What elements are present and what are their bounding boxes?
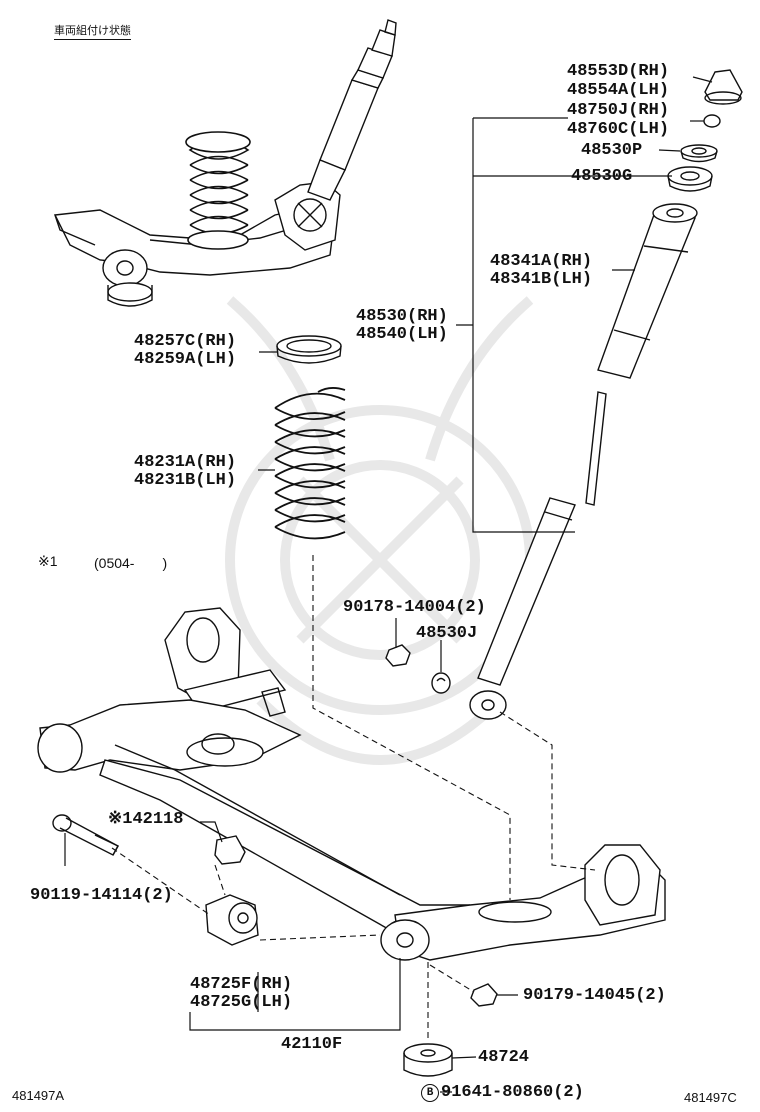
nut-90179 — [470, 983, 498, 1007]
part-label-91641-text: 91641-80860(2) — [441, 1083, 584, 1102]
leader-lines — [64, 76, 713, 1093]
part-label-48341b: 48341B(LH) — [490, 270, 593, 289]
part-label-48259a: 48259A(LH) — [134, 350, 237, 369]
figure-code-right: 481497C — [684, 1090, 737, 1105]
nut-90178 — [385, 644, 411, 667]
installed-state-sketch — [53, 19, 397, 307]
cushion-48750j — [703, 114, 721, 128]
part-label-142118: ※142118 — [108, 810, 184, 829]
part-label-48750j: 48750J(RH) — [567, 101, 670, 120]
part-label-48760c: 48760C(LH) — [567, 120, 670, 139]
part-label-48553d: 48553D(RH) — [567, 62, 670, 81]
bound-stopper-48724 — [403, 1043, 453, 1077]
rear-axle-beam-42110f — [37, 607, 666, 961]
shock-absorber-48530 — [469, 391, 607, 720]
note-mark: ※1 — [38, 553, 58, 569]
note-range: (0504- ) — [94, 555, 168, 571]
installed-state-caption: 車両組付け状態 — [54, 22, 131, 40]
part-label-48530g: 48530G — [571, 167, 633, 186]
bushing-48725f — [205, 894, 259, 946]
part-label-48341a: 48341A(RH) — [490, 252, 593, 271]
figure-code-left: 481497A — [12, 1088, 65, 1103]
dust-boot-48341a — [597, 203, 698, 379]
part-label-42110f: 42110F — [281, 1035, 343, 1054]
stopper-142118 — [214, 835, 246, 865]
part-label-90119: 90119-14114(2) — [30, 886, 173, 905]
installed-shock — [307, 19, 397, 201]
part-label-48257c: 48257C(RH) — [134, 332, 237, 351]
part-label-48530j: 48530J — [416, 624, 478, 643]
coil-spring-48231a — [274, 387, 346, 540]
watermark-emblem — [225, 296, 535, 765]
mount-48530g — [667, 166, 713, 192]
part-label-48530p: 48530P — [581, 141, 643, 160]
part-label-48724: 48724 — [478, 1048, 530, 1067]
part-label-90178: 90178-14004(2) — [343, 598, 486, 617]
bushing-48530j — [431, 672, 451, 694]
assembly-dashed-lines — [111, 555, 596, 1040]
part-label-48530: 48530(RH) — [356, 307, 448, 326]
part-label-48725g: 48725G(LH) — [190, 993, 293, 1012]
circled-b-mark: B — [421, 1084, 439, 1102]
part-label-90179: 90179-14045(2) — [523, 986, 666, 1005]
spring-insulator-48257c — [276, 335, 342, 364]
part-label-48231b: 48231B(LH) — [134, 471, 237, 490]
part-label-48725f: 48725F(RH) — [190, 975, 293, 994]
part-label-48231a: 48231A(RH) — [134, 453, 237, 472]
bound-stopper-48553d — [704, 69, 743, 105]
seat-48530p — [680, 144, 718, 163]
installed-spring — [185, 131, 251, 250]
part-label-48554a: 48554A(LH) — [567, 81, 670, 100]
part-label-48540: 48540(LH) — [356, 325, 448, 344]
